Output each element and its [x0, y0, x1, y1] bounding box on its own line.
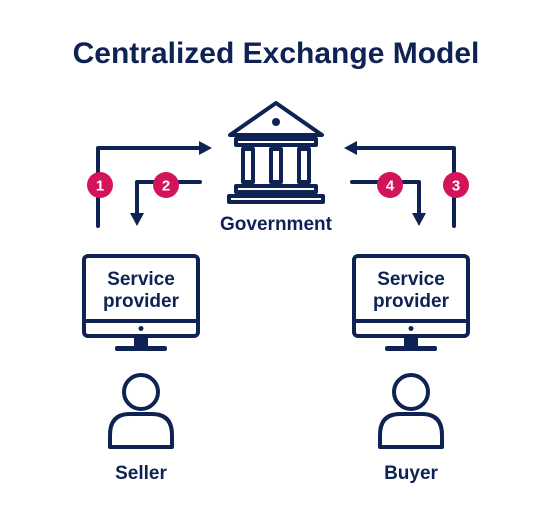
- arrow-step-4: [350, 180, 421, 216]
- diagram-title: Centralized Exchange Model: [73, 37, 480, 70]
- arrow-step-1: [96, 146, 202, 228]
- seller-label: Seller: [115, 463, 167, 484]
- seller-monitor-line2: provider: [103, 291, 180, 312]
- step-badge-1: 1: [87, 172, 113, 198]
- bank-building-icon: [227, 101, 325, 204]
- buyer-monitor-line2: provider: [373, 291, 450, 312]
- buyer-label: Buyer: [384, 463, 438, 484]
- step-badge-3: 3: [443, 172, 469, 198]
- buyer-monitor-line1: Service: [377, 269, 445, 290]
- flow-arrows: [96, 141, 456, 228]
- arrow-step-3: [354, 146, 456, 228]
- government-label: Government: [220, 214, 333, 235]
- buyer-monitor-icon: [352, 254, 470, 351]
- seller-monitor-line1: Service: [107, 269, 175, 290]
- arrow-step-2: [135, 180, 202, 216]
- buyer-person-icon: [378, 373, 444, 449]
- step-number: 2: [162, 178, 170, 195]
- step-badge-4: 4: [377, 172, 403, 198]
- step-badge-2: 2: [153, 172, 179, 198]
- step-number: 1: [96, 178, 104, 195]
- step-number: 3: [452, 178, 460, 195]
- seller-person-icon: [108, 373, 174, 449]
- seller-monitor-icon: [82, 254, 200, 351]
- step-number: 4: [386, 178, 395, 195]
